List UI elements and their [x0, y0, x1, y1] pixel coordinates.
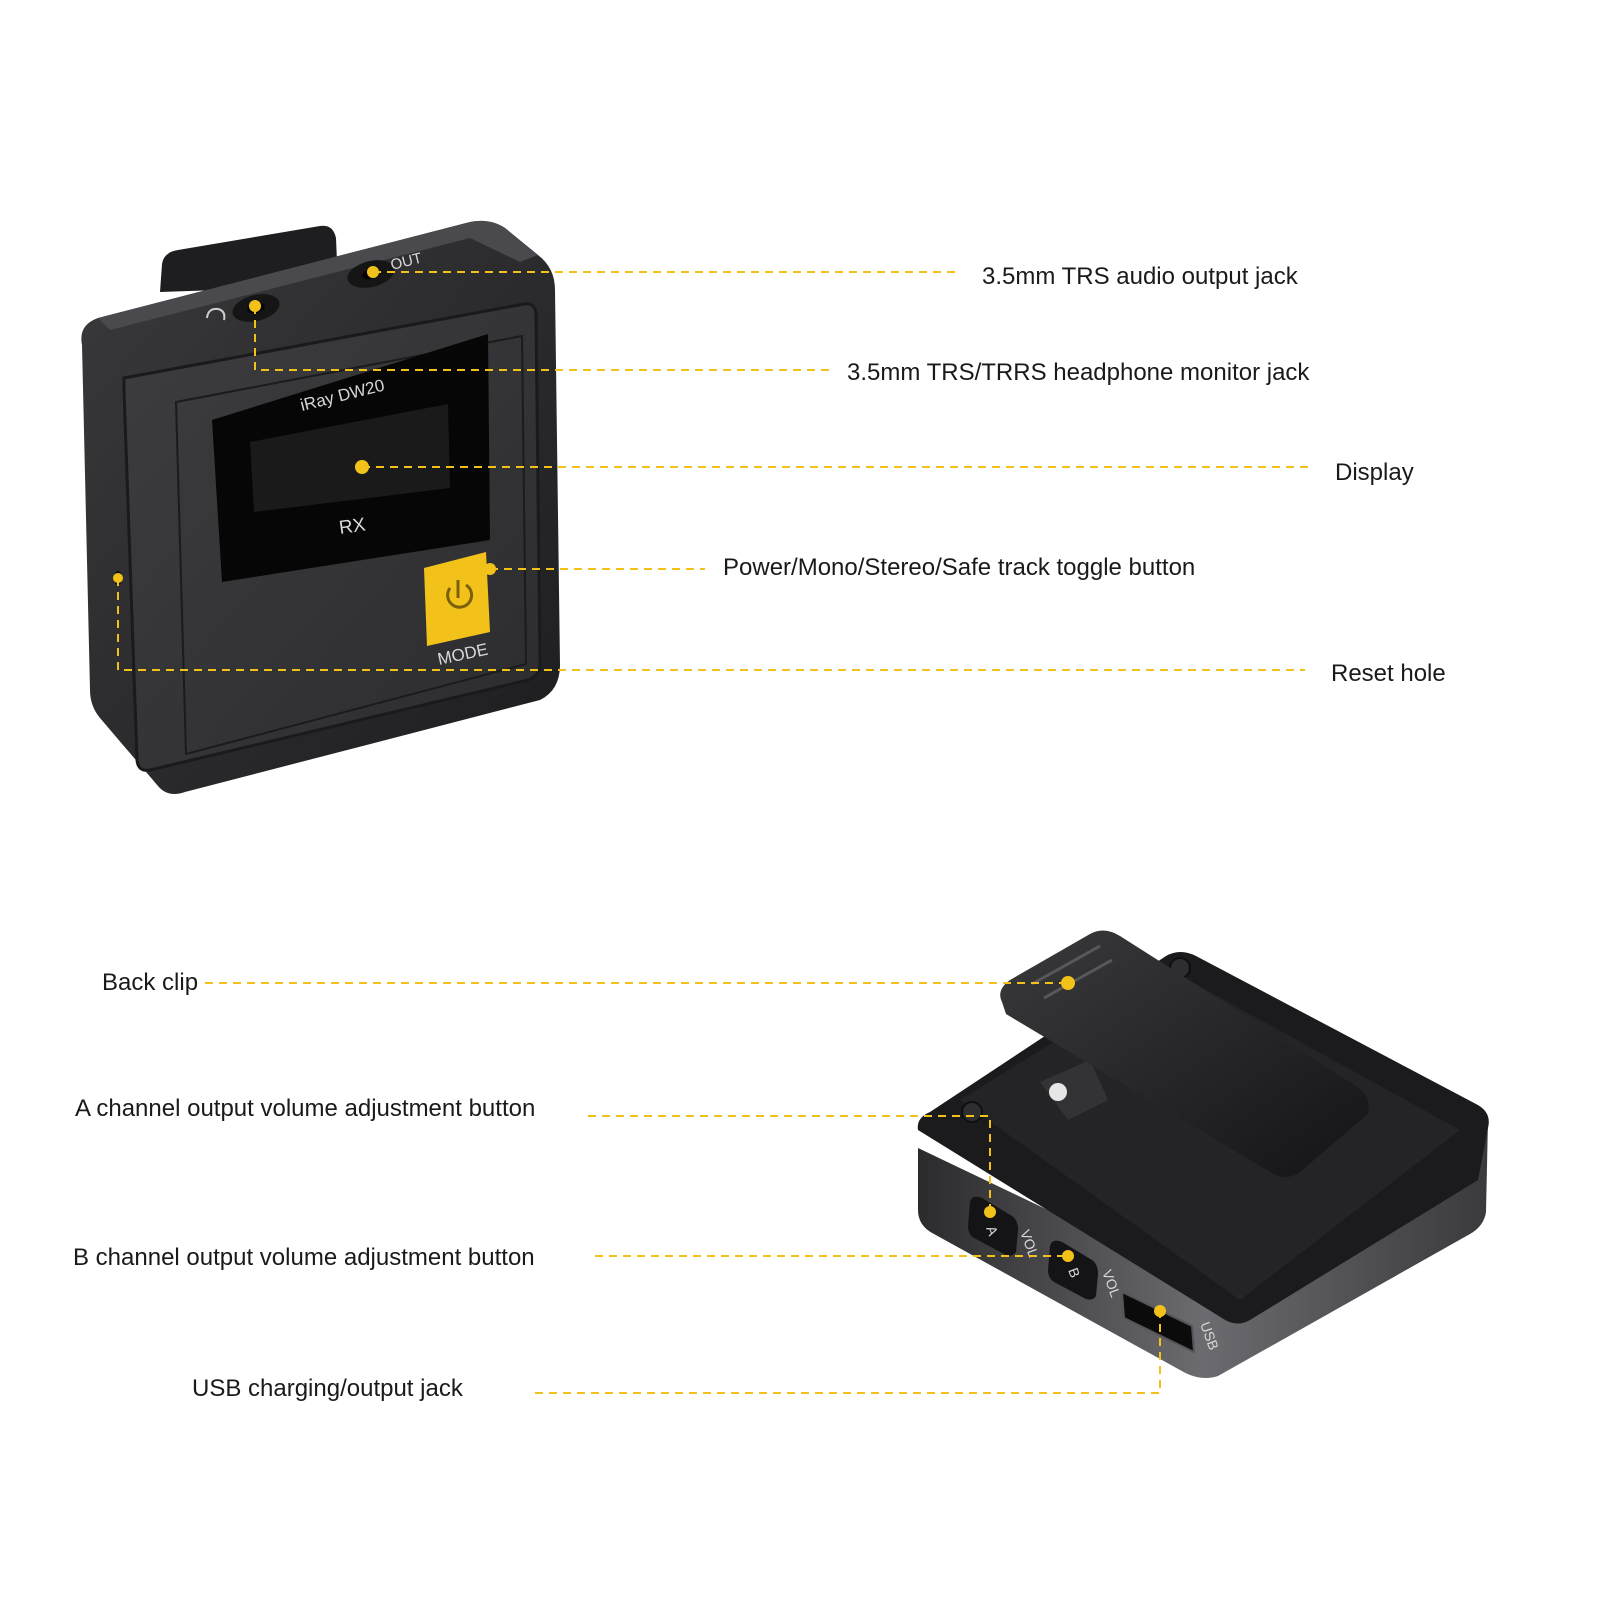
callout-vol-a: A channel output volume adjustment butto… [75, 1095, 535, 1122]
leader-headphone [254, 306, 830, 371]
leader-lines [117, 271, 1310, 1394]
hinge-pin [1049, 1083, 1067, 1101]
display [212, 334, 490, 582]
callout-back-clip: Back clip [102, 969, 198, 996]
face-inner-border [174, 334, 528, 756]
callout-audio-out: 3.5mm TRS audio output jack [982, 263, 1299, 290]
device-side [918, 1120, 1488, 1378]
mode-button[interactable] [424, 552, 490, 646]
back-clip[interactable] [1000, 930, 1369, 1177]
vol-a-button[interactable] [968, 1196, 1018, 1256]
screen-label: RX [338, 514, 367, 539]
receiver-front-view: OUT iRay DW20 RX MODE [81, 220, 560, 794]
leader-reset [117, 578, 1305, 671]
receiver-back-view: A VOL B VOL USB [917, 930, 1489, 1378]
callout-mode-button: Power/Mono/Stereo/Safe track toggle butt… [723, 554, 1195, 581]
clip-hinge [1040, 1060, 1108, 1120]
callout-vol-b: B channel output volume adjustment butto… [73, 1244, 535, 1271]
leader-usb [535, 1311, 1161, 1394]
callout-reset: Reset hole [1331, 660, 1446, 687]
leader-vol-a [588, 1115, 991, 1212]
callout-headphone: 3.5mm TRS/TRRS headphone monitor jack [847, 359, 1310, 386]
screw-left [961, 1101, 983, 1123]
top-edge [98, 220, 538, 330]
callout-display: Display [1335, 459, 1414, 486]
usb-port[interactable] [1120, 1290, 1196, 1354]
power-icon [446, 580, 474, 609]
leader-dots [113, 266, 1166, 1317]
callout-usb: USB charging/output jack [192, 1375, 464, 1402]
headphone-icon [206, 307, 226, 321]
